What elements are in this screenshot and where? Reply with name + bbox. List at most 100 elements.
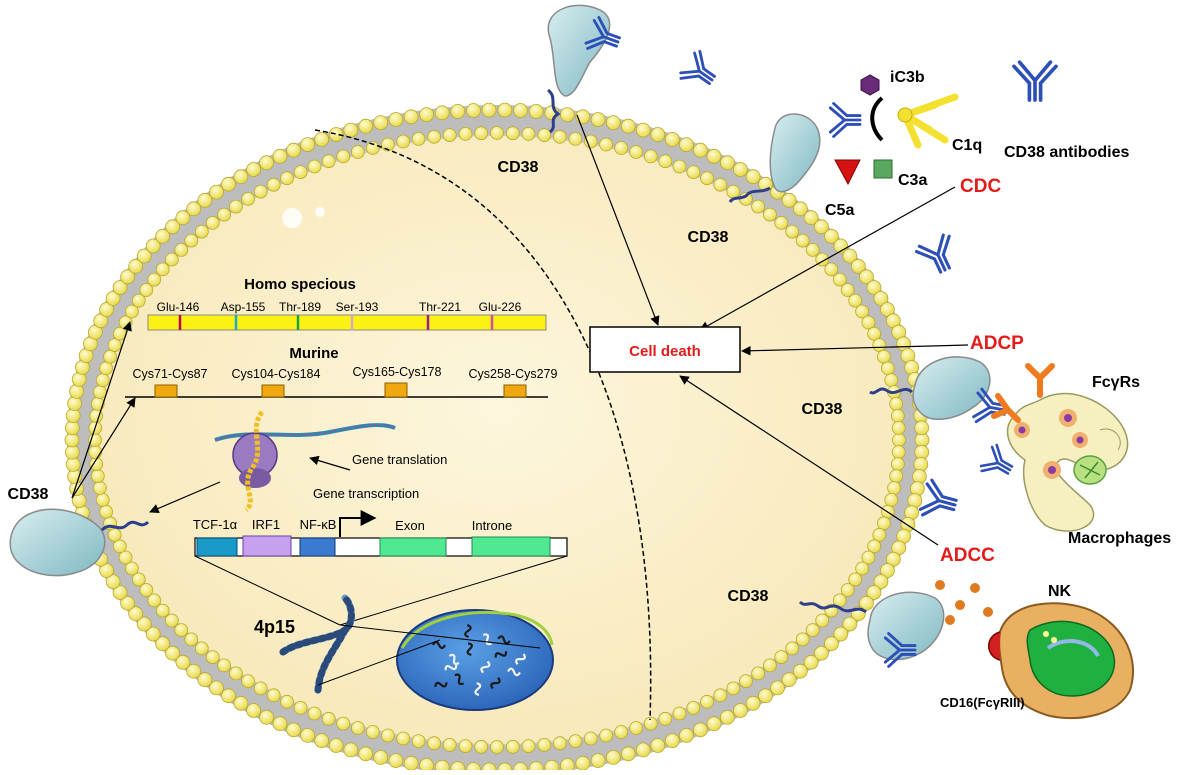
- murine-track: Murine Cys71-Cys87 Cys104-Cys184 Cys165-…: [125, 345, 558, 398]
- chromatin-strand: [474, 682, 482, 696]
- lipid-head: [300, 137, 316, 153]
- lipid-head: [300, 728, 316, 743]
- gene-translation-label: Gene translation: [352, 452, 447, 467]
- lipid-head: [803, 210, 819, 226]
- fcgr-receptor-icon: [991, 363, 1055, 423]
- lipid-head: [155, 228, 171, 244]
- lipid-head: [781, 672, 797, 688]
- lipid-head: [884, 492, 899, 507]
- lipid-head: [380, 137, 395, 152]
- lipid-head: [228, 199, 243, 214]
- lipid-head: [884, 373, 899, 388]
- lipid-head: [105, 574, 121, 589]
- lipid-head: [112, 280, 128, 295]
- lipid-head: [774, 650, 789, 664]
- lipid-head: [175, 210, 191, 226]
- homo-site-label: Asp-155: [221, 300, 266, 314]
- lipid-head: [105, 290, 121, 306]
- lipid-head: [575, 755, 591, 771]
- cell-highlight-small: [315, 207, 325, 217]
- arrow: [699, 186, 956, 331]
- lipid-head: [481, 102, 497, 118]
- lipid-head: [241, 191, 256, 206]
- lipid-head: [880, 563, 895, 578]
- lipid-head: [650, 738, 666, 753]
- lipid-head: [396, 731, 411, 746]
- antibody-icon: [676, 48, 723, 95]
- lipid-head: [859, 269, 874, 285]
- lipid-head: [824, 636, 839, 652]
- cell-highlight: [282, 208, 302, 228]
- lipid-head: [286, 722, 302, 738]
- lipid-head: [205, 650, 220, 664]
- lipid-head: [824, 228, 839, 244]
- lipid-head: [197, 192, 213, 208]
- lipid-head: [221, 176, 236, 192]
- complement-components: [834, 74, 959, 186]
- lipid-head: [165, 645, 181, 661]
- lipid-head: [866, 585, 882, 600]
- cd38-label-top: CD38: [498, 159, 539, 176]
- lipid-head: [583, 731, 598, 746]
- lipid-head: [497, 102, 513, 118]
- lipid-head: [241, 674, 256, 688]
- granzyme-icon: [1051, 637, 1057, 643]
- lipid-head: [165, 219, 181, 235]
- chromatin-strand: [494, 651, 508, 658]
- lipid-head: [686, 165, 701, 180]
- lipid-head: [466, 103, 481, 118]
- lipid-head: [693, 142, 708, 158]
- chromatin-strand: [507, 667, 521, 677]
- lipid-head: [553, 129, 567, 144]
- chromatin-strand: [434, 681, 448, 688]
- nuclear-envelope-dashed: [314, 129, 652, 721]
- antibody-icon: [917, 477, 962, 524]
- cd38-label-left: CD38: [8, 486, 49, 503]
- cd38-label-mid: CD38: [688, 229, 729, 246]
- membrane-inner-heads: [88, 126, 906, 754]
- lipid-head: [228, 666, 243, 681]
- lipid-head: [840, 583, 855, 597]
- cd38-antibodies-label: CD38 antibodies: [1004, 144, 1129, 161]
- lipid-head: [664, 131, 680, 147]
- lipid-head: [720, 709, 735, 725]
- macrophage: [991, 363, 1129, 532]
- lipid-head: [505, 739, 520, 754]
- arrow: [679, 375, 939, 546]
- lipid-head: [194, 641, 209, 656]
- lipid-head: [131, 293, 146, 308]
- lipid-head: [635, 742, 651, 758]
- lipid-head: [658, 154, 673, 169]
- cd16-label: CD16(FcγRIII): [940, 695, 1025, 710]
- lipid-head: [131, 572, 146, 587]
- homo-site-label: Glu-146: [157, 300, 200, 314]
- lipid-head: [246, 162, 262, 177]
- lipid-head: [280, 171, 294, 186]
- lipid-head: [217, 207, 232, 222]
- lipid-head: [373, 750, 389, 765]
- tcf1a-box: [196, 537, 238, 557]
- lipid-head: [560, 107, 575, 122]
- lipid-head: [186, 201, 202, 217]
- lipid-head: [314, 131, 330, 147]
- lipid-head: [221, 688, 236, 704]
- lipid-head: [872, 528, 887, 542]
- labels: CD38 CD38 CD38 CD38 CD38 iC3b C1q C3a C5…: [8, 69, 1172, 710]
- chromosome-nucleus: [194, 555, 568, 711]
- lipid-head: [490, 126, 504, 140]
- exon-box: [379, 537, 447, 557]
- lipid-head: [700, 694, 714, 709]
- cd16-receptor-icon: [988, 631, 1001, 661]
- lipid-head: [614, 141, 629, 155]
- c1q-icon: [897, 93, 959, 149]
- lipid-head: [458, 126, 473, 141]
- chromatin-strand: [515, 653, 526, 665]
- murine-site-label: Cys71-Cys87: [132, 367, 207, 381]
- lipid-head: [867, 326, 882, 341]
- nk-label: NK: [1048, 583, 1072, 600]
- cell: [64, 102, 930, 775]
- lipid-head: [411, 131, 426, 146]
- lipid-head: [88, 445, 103, 460]
- chromatin-strand: [448, 653, 460, 666]
- lipid-head: [266, 688, 281, 703]
